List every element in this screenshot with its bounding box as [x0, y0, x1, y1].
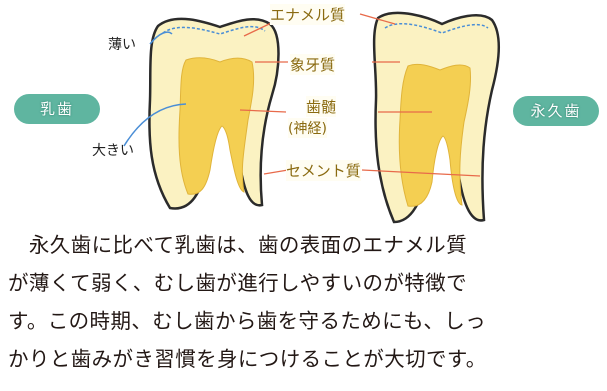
label-dentin: 象牙質: [290, 54, 335, 75]
primary-tooth-pulp: [179, 58, 254, 194]
permanent-tooth-badge: 永久歯: [513, 96, 599, 126]
caption-text: 永久歯に比べて乳歯は、歯の表面のエナメル質 が薄くて弱く、むし歯が進行しやすいの…: [8, 226, 604, 378]
caption-line-1: 永久歯に比べて乳歯は、歯の表面のエナメル質: [8, 226, 604, 264]
primary-tooth-badge: 乳歯: [14, 94, 100, 124]
caption-line-2: が薄くて弱く、むし歯が進行しやすいのが特徴で: [8, 264, 604, 302]
label-large: 大きい: [92, 140, 134, 160]
caption-line-4: かりと歯みがき習慣を身につけることが大切です。: [8, 340, 604, 378]
label-cementum: セメント質: [286, 160, 361, 181]
label-enamel: エナメル質: [270, 4, 345, 25]
label-pulp: 歯髄: [306, 96, 336, 117]
permanent-tooth-drawing: [374, 13, 499, 222]
caption-line-3: す。この時期、むし歯から歯を守るためにも、しっ: [8, 302, 604, 340]
permanent-tooth-pulp: [399, 64, 470, 206]
label-pulp-sub: (神経): [288, 118, 327, 138]
pointer-cementum-primary: [264, 170, 288, 174]
label-thin: 薄い: [108, 34, 136, 54]
primary-tooth-drawing: [149, 19, 278, 209]
